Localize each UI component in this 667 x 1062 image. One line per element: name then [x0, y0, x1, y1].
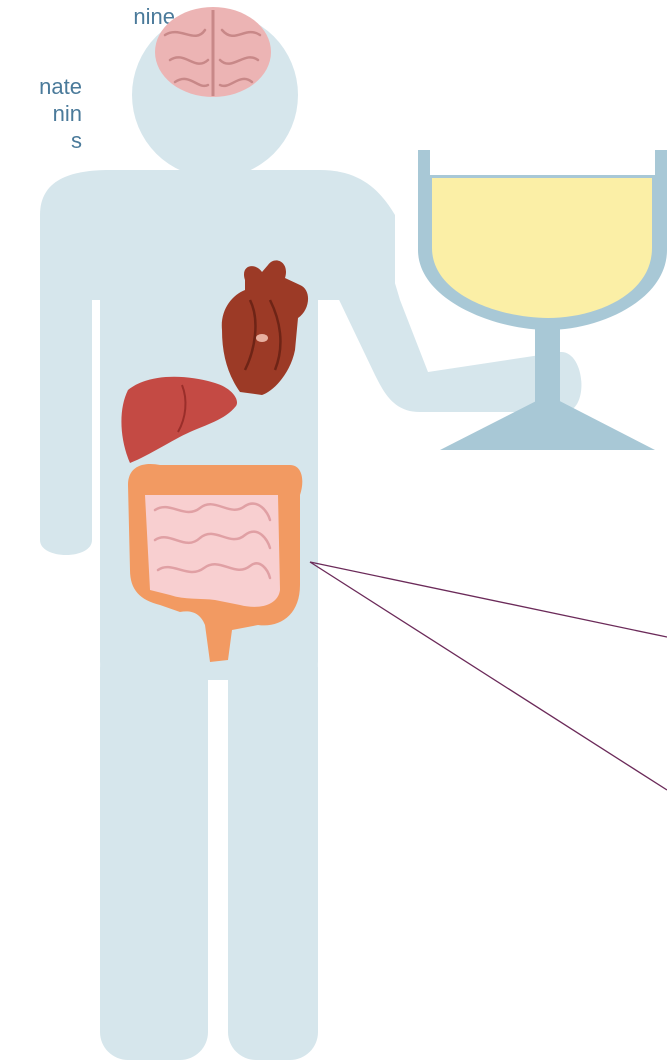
silhouette-left-arm — [40, 215, 92, 555]
silhouette-right-leg — [228, 640, 318, 1060]
silhouette-left-leg — [100, 640, 208, 1060]
pointer-lines — [310, 562, 667, 790]
human-silhouette — [40, 12, 581, 1060]
leg-gap — [208, 680, 228, 1062]
brain-icon — [155, 7, 271, 97]
small-intestine — [145, 495, 280, 607]
